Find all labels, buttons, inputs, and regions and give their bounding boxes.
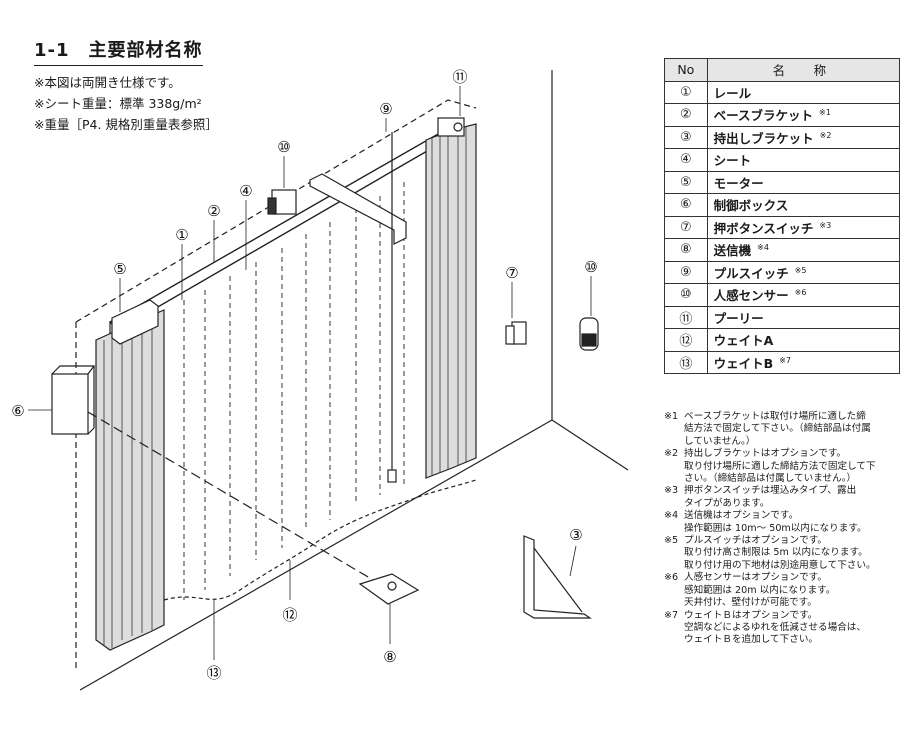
footnote: ※1 ベースブラケットは取付け場所に適した締結方法で固定して下さい。（締結部品は…: [664, 411, 871, 447]
callout-10-top: ⑩: [277, 138, 290, 156]
part-name: プーリー: [706, 305, 900, 329]
rail-shape: [108, 125, 462, 331]
callout-12: ⑫: [282, 606, 297, 624]
part-name: シート: [706, 148, 900, 172]
sheet-right: [425, 123, 477, 479]
part-no: ③: [664, 125, 708, 149]
part-no: ⑨: [664, 260, 708, 284]
footnote-mark: ※1: [664, 411, 679, 422]
part-no: ⑦: [664, 215, 708, 239]
part-name: 制御ボックス: [706, 193, 900, 217]
part-name: 送信機※4: [706, 238, 900, 262]
part-no: ⑥: [664, 193, 708, 217]
header: 1-1 主要部材名称 ※本図は両開き仕様です。 ※シート重量：標準 338g/m…: [34, 36, 218, 135]
part-no: ⑤: [664, 170, 708, 194]
callout-10-wall: ⑩: [584, 258, 597, 276]
callout-3: ③: [569, 526, 582, 544]
callout-6: ⑥: [11, 402, 24, 420]
callout-11: ⑪: [452, 68, 467, 86]
control-box: [51, 373, 89, 435]
footnote-mark: ※2: [664, 448, 679, 460]
callout-2: ②: [207, 202, 220, 220]
part-name: 人感センサー※6: [706, 283, 900, 307]
outside-bracket: [523, 535, 592, 619]
notes-list: ※本図は両開き仕様です。 ※シート重量：標準 338g/m² ※重量［P4. 規…: [34, 72, 218, 135]
callout-9: ⑨: [379, 100, 392, 118]
callout-4: ④: [239, 182, 252, 200]
footnote: ※4 送信機はオプションです。操作範囲は 10m～ 50m以内になります。: [664, 510, 867, 534]
footnote-mark: ※4: [664, 510, 679, 522]
callout-7: ⑦: [505, 264, 518, 282]
callout-8: ⑧: [383, 648, 396, 666]
part-name: 押ボタンスイッチ※3: [706, 215, 900, 239]
pulley: [437, 117, 465, 137]
part-no: ②: [664, 103, 708, 127]
part-no: ⑬: [664, 350, 708, 374]
footnote-mark: ※5: [664, 535, 679, 547]
part-name: レール: [706, 80, 900, 104]
part-no: ⑧: [664, 238, 708, 262]
column-header-name: 名 称: [706, 58, 900, 82]
part-name: ウェイトA: [706, 328, 900, 352]
bracket-arm: [309, 173, 407, 245]
column-header-no: No: [664, 58, 708, 82]
part-no: ④: [664, 148, 708, 172]
footnote: ※6 人感センサーはオプションです。感知範囲は 20m 以内になります。天井付け…: [664, 572, 836, 609]
footnote: ※5 プルスイッチはオプションです。取り付け高さ制限は 5m 以内になります。取…: [664, 535, 876, 571]
footnote-mark: ※7: [664, 609, 679, 621]
part-no: ①: [664, 80, 708, 104]
footnote-mark: ※6: [664, 572, 679, 584]
floor-line-left: [79, 419, 553, 691]
part-name: プルスイッチ※5: [706, 260, 900, 284]
opening-outline: [75, 99, 477, 668]
part-name: モーター: [706, 170, 900, 194]
floor-line-right: [551, 419, 629, 471]
motor: [111, 299, 159, 345]
note-weight-ref: ※重量［P4. 規格別重量表参照］: [34, 117, 218, 132]
note-symmetric: ※本図は両開き仕様です。: [34, 75, 181, 90]
footnote-mark: ※3: [664, 485, 679, 497]
note-sheet-weight: ※シート重量：標準 338g/m²: [34, 96, 202, 111]
part-name: ベースブラケット※1: [706, 103, 900, 127]
callout-13: ⑬: [206, 664, 221, 682]
part-name: 持出しブラケット※2: [706, 125, 900, 149]
part-name: ウェイトB※7: [706, 350, 900, 374]
footnote: ※3 押ボタンスイッチは埋込みタイプ、露出タイプがあります。: [664, 485, 857, 509]
part-no: ⑫: [664, 328, 708, 352]
sheet-left: [95, 309, 165, 651]
part-no: ⑪: [664, 305, 708, 329]
sheet-bottom-wave: [163, 479, 477, 601]
footnote: ※2 持出しブラケットはオプションです。取り付け場所に適した締結方法で固定して下…: [664, 448, 876, 485]
callout-1: ①: [175, 226, 188, 244]
part-no: ⑩: [664, 283, 708, 307]
footnote: ※7 ウェイトＢはオプションです。空調などによるゆれを低減させる場合は、ウェイト…: [664, 609, 866, 646]
section-title: 1-1 主要部材名称: [34, 36, 203, 66]
table-header-row: No 名 称: [664, 58, 900, 82]
callout-5: ⑤: [113, 260, 126, 278]
footnotes: ※1 ベースブラケットは取付け場所に適した締結方法で固定して下さい。（締結部品は…: [664, 411, 900, 647]
